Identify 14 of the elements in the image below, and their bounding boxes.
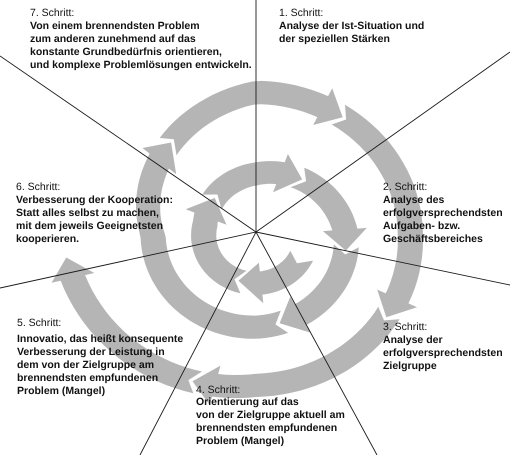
step-heading: 7. Schritt:	[30, 7, 74, 20]
step-heading: 5. Schritt:	[17, 317, 62, 330]
step-description: Orientierung auf das von der Zielgruppe aktuell am brennendsten empfundenen Problem (Mangel)	[196, 396, 345, 448]
step-heading: 1. Schritt:	[279, 7, 324, 20]
step-description: Analyse des erfolgversprechendsten Aufgaben- bzw. Geschäftsbereiches	[383, 194, 503, 246]
step-description: Verbesserung der Kooperation: Statt alles selbst zu machen, mit dem jeweils Geeignetsten kooperieren.	[16, 194, 173, 246]
step-heading: 2. Schritt:	[383, 181, 428, 194]
step-description: Analyse der Ist-Situation und der speziellen Stärken	[279, 20, 424, 46]
step-heading: 3. Schritt:	[383, 321, 428, 334]
step-heading: 6. Schritt:	[16, 181, 60, 194]
step-description: Innovatio, das heißt konsequente Verbesserung der Leistung in dem von der Zielgruppe am brennendsten empfundenen Problem (Mangel)	[17, 333, 184, 398]
step-description: Analyse der erfolgversprechendsten Zielgruppe	[383, 334, 503, 373]
step-heading: 4. Schritt:	[196, 384, 240, 397]
step-description: Von einem brennendsten Problem zum anderen zunehmend auf das konstante Grundbedürfnis orientieren, und komplexe Problemlösungen entwickeln.	[30, 20, 252, 72]
